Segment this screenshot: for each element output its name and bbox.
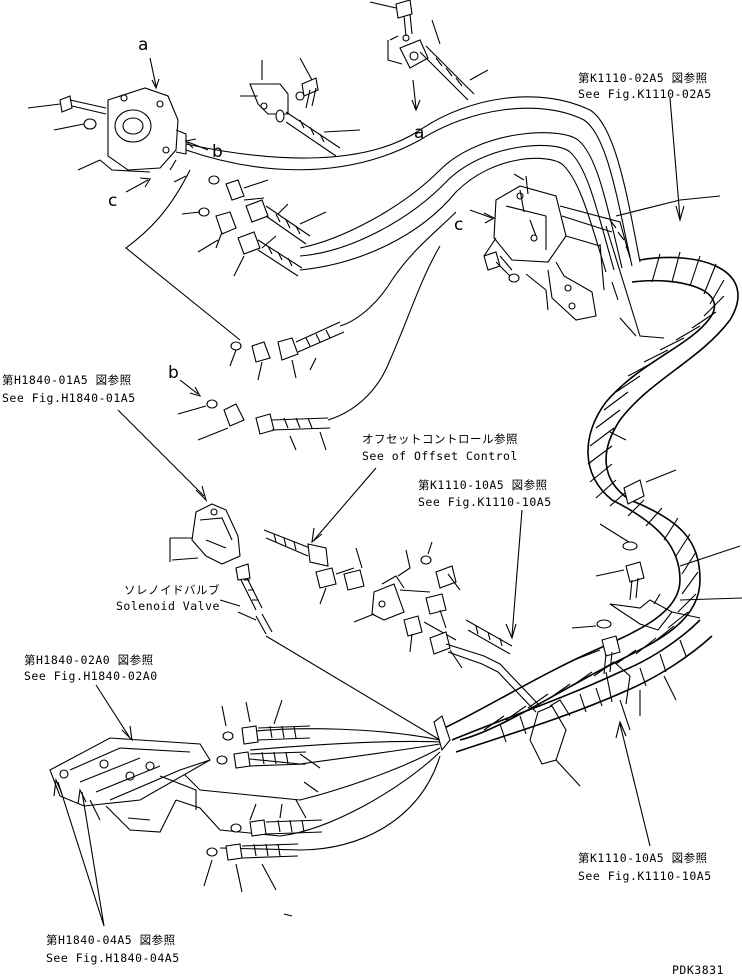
- bolt-right-1: [595, 541, 645, 601]
- ref-h1840-04a5-en: See Fig.H1840-04A5: [46, 951, 180, 965]
- drawing-id: PDK3831: [672, 963, 724, 977]
- ref-k1110-10a5-lower-jp: 第K1110-10A5 図参照: [578, 851, 708, 865]
- leader-h1840-02a0: [95, 684, 131, 739]
- bolt-top-center: [295, 57, 319, 109]
- leader-offset-control: [313, 467, 377, 541]
- marker-c-left: c: [108, 191, 117, 211]
- bracket-top-center: [240, 60, 289, 115]
- ref-h1840-02a0-jp: 第H1840-02A0 図参照: [24, 653, 154, 667]
- ref-k1110-10a5-lower-en: See Fig.K1110-10A5: [578, 869, 712, 883]
- hose-bundle-upper: [125, 96, 641, 421]
- leader-k1110-10a5-lower: [619, 723, 651, 847]
- pilot-valve-block: [99, 87, 187, 173]
- chassis-outline-right: [599, 195, 721, 339]
- leader-h1840-04a5: [57, 781, 105, 927]
- label-solenoid-jp: ソレノイドバルブ: [124, 583, 220, 597]
- ppc-lever-base: [49, 737, 211, 833]
- label-solenoid-en: Solenoid Valve: [116, 599, 220, 613]
- bracket-right-lower: [609, 593, 701, 631]
- bundle-clamp-lower: [433, 619, 713, 787]
- marker-a-right: a: [414, 123, 424, 143]
- bolt-manifold: [483, 251, 549, 311]
- bolt-right-2: [571, 619, 621, 675]
- ref-offset-jp: オフセットコントロール参照: [362, 432, 518, 446]
- leader-h1840-01a5: [117, 409, 205, 497]
- marker-a-top-left: a: [138, 35, 148, 55]
- manifold-right: [483, 173, 631, 321]
- ref-h1840-01a5-en: See Fig.H1840-01A5: [2, 391, 136, 405]
- ref-k1110-10a5-upper-en: See Fig.K1110-10A5: [418, 495, 552, 509]
- clamp-right-upper: [623, 469, 677, 505]
- washer: [83, 118, 97, 130]
- marker-a-arrow: [149, 57, 157, 87]
- leader-k1110-10a5-upper: [511, 509, 523, 637]
- leader-solenoid: [219, 599, 241, 607]
- leader-k1110-02a5: [669, 97, 681, 219]
- ref-k1110-10a5-upper-jp: 第K1110-10A5 図参照: [418, 478, 548, 492]
- swivel-fitting-top-right: [387, 19, 489, 101]
- ref-h1840-02a0-en: See Fig.H1840-02A0: [24, 669, 158, 683]
- ref-k1110-02a5-en: See Fig.K1110-02A5: [578, 87, 712, 101]
- ref-offset-en: See of Offset Control: [362, 449, 518, 463]
- fittings-mid-left: [177, 321, 345, 451]
- marker-c-right: c: [454, 215, 463, 235]
- ref-k1110-02a5-jp: 第K1110-02A5 図参照: [578, 71, 708, 85]
- ref-h1840-01a5-jp: 第H1840-01A5 図参照: [2, 373, 132, 387]
- hoses-lower-left: [175, 699, 441, 917]
- ref-h1840-04a5-jp: 第H1840-04A5 図参照: [46, 933, 176, 947]
- bolt-top-right: [369, 0, 413, 42]
- solenoid-valve: [169, 503, 441, 741]
- fittings-left-column: [181, 175, 327, 277]
- marker-b-mid: b: [168, 363, 179, 383]
- hose-top-center: [275, 109, 361, 157]
- marker-b-top: b: [212, 142, 223, 162]
- bolt-top-left: [59, 95, 107, 115]
- fittings-center: [263, 529, 541, 713]
